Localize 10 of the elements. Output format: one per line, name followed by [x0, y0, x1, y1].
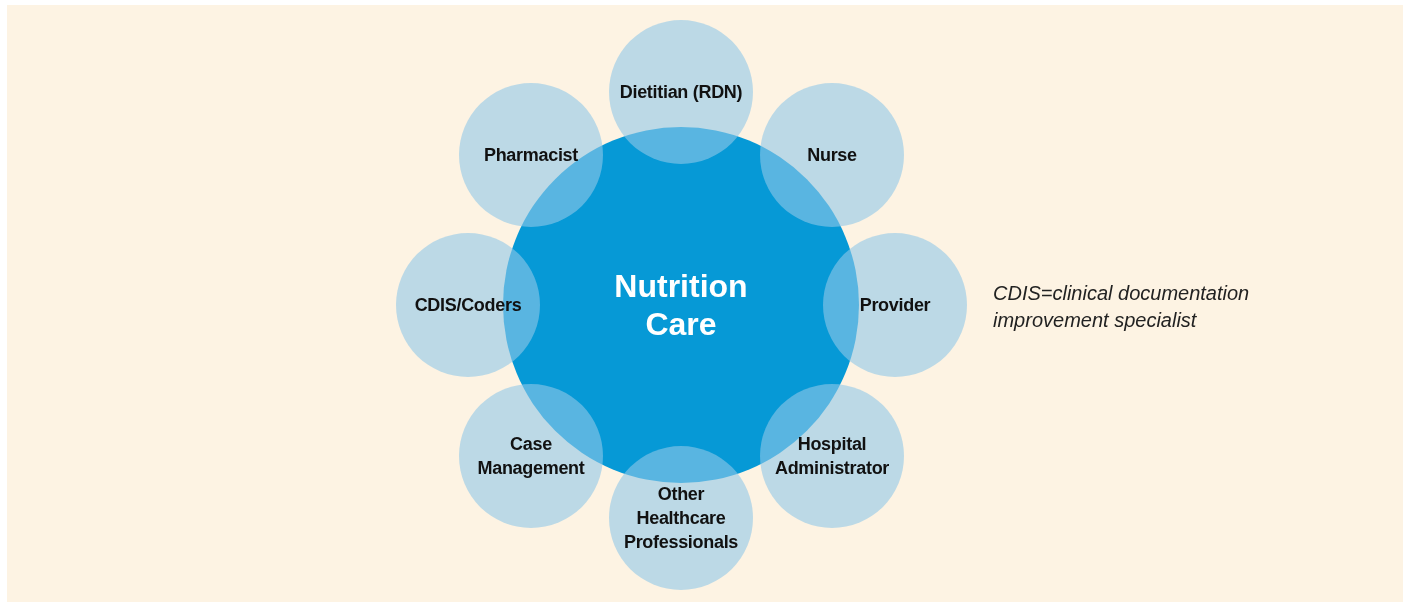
note-text: CDIS=clinical documentation improvement specialist: [993, 281, 1251, 333]
node-label: Pharmacist: [482, 144, 580, 167]
node-label: Nurse: [806, 144, 858, 167]
node-label: CDIS/Coders: [413, 294, 523, 317]
node-label: Nutrition Care: [613, 267, 749, 343]
node-label: Other Healthcare Professionals: [622, 483, 740, 554]
node-label: Case Management: [476, 433, 586, 480]
node-label: Hospital Administrator: [773, 433, 891, 480]
node-label: Dietitian (RDN): [618, 81, 744, 104]
node-label: Provider: [858, 294, 932, 317]
